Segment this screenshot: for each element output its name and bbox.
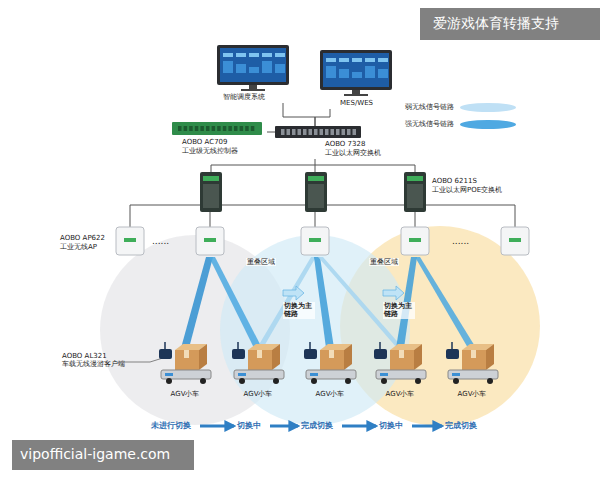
- ap-logos: [204, 238, 521, 242]
- network-cable: [267, 132, 275, 133]
- network-cable: [315, 109, 330, 126]
- switch-icon: [275, 126, 361, 138]
- legend-swatch: [460, 103, 516, 112]
- watermark: vipofficial-igame.com: [20, 446, 170, 463]
- poe-device: AOBO 6211S 工业以太网POE交换机: [404, 172, 554, 213]
- device-label: AGV小车: [300, 390, 360, 399]
- coverage-circles: [100, 226, 540, 426]
- rack-device: AOBO AC709 工业级无线控制器: [172, 122, 267, 157]
- leader-line: [118, 357, 166, 362]
- overlap-label: 重叠区域: [369, 258, 399, 266]
- overlap-label: 重叠区域: [246, 258, 276, 266]
- agv-device: AGV小车: [228, 340, 288, 400]
- device-label: AGV小车: [370, 390, 430, 399]
- status-step: 切换中: [378, 420, 410, 432]
- ap-icon: [116, 227, 144, 255]
- device-label: AGV小车: [155, 390, 215, 399]
- agv-icon: [155, 340, 215, 386]
- flow-arrow: [342, 425, 376, 428]
- device-label: MES/WES: [340, 99, 400, 108]
- status-step: 未进行切换: [150, 420, 198, 432]
- device-label: AOBO 6211S 工业以太网POE交换机: [432, 177, 532, 195]
- watermark-bar: [12, 440, 194, 470]
- legend-swatch: [460, 120, 516, 129]
- flow-arrow: [412, 425, 442, 428]
- agv-icon: [300, 340, 360, 386]
- switch-device: AOBO 7328 工业以太网交换机: [275, 126, 385, 159]
- agv-icon: [370, 340, 430, 386]
- status-text: 完成切换: [301, 421, 339, 431]
- watermark: 爱游戏体育转播支持: [433, 15, 559, 32]
- ellipsis: ......: [452, 236, 469, 247]
- client-label: AOBO AL321 车载无线漫游客户端: [62, 352, 122, 369]
- legend-text: 强无线信号链路: [405, 121, 454, 129]
- agv-device: AGV小车: [442, 340, 502, 400]
- agv-device: AGV小车: [370, 340, 430, 400]
- access-point-icons: [196, 227, 529, 255]
- ap-device: AOBO AP622 工业无线AP: [60, 227, 146, 256]
- status-step: 完成切换: [300, 420, 340, 432]
- agv-icon: [228, 340, 288, 386]
- flow-arrow: [200, 425, 234, 428]
- poe-switch-icons: [200, 172, 327, 212]
- monitor-device: MES/WES: [318, 50, 400, 109]
- status-text: 切换中: [237, 421, 267, 431]
- watermark-bar: [420, 8, 600, 40]
- network-cable: [283, 103, 315, 126]
- device-label: 智能调度系统: [223, 93, 293, 102]
- status-text: 未进行切换: [151, 421, 197, 431]
- device-label: AGV小车: [442, 390, 502, 399]
- agv-device: AGV小车: [300, 340, 360, 400]
- status-step: 完成切换: [444, 420, 484, 432]
- handover-label: 切换为主链路: [283, 302, 315, 319]
- wired-links: [130, 165, 515, 227]
- handover-label: 切换为主链路: [383, 302, 415, 319]
- monitor-icon: [320, 50, 394, 96]
- wireless-beams: [181, 257, 476, 348]
- device-label: AOBO AC709 工业级无线控制器: [182, 138, 252, 156]
- flow-arrow: [270, 425, 298, 428]
- legend-text: 弱无线信号链路: [405, 104, 454, 112]
- ellipsis: ......: [152, 236, 169, 247]
- device-label: AOBO AP622 工业无线AP: [60, 234, 114, 252]
- monitor-device: 智能调度系统: [215, 45, 295, 103]
- status-text: 切换中: [379, 421, 409, 431]
- agv-device: AGV小车: [155, 340, 215, 400]
- agv-icon: [442, 340, 502, 386]
- handover-arrows: [283, 286, 404, 300]
- network-cable: [315, 159, 415, 172]
- poe-icon: [404, 172, 426, 212]
- monitor-icon: [217, 45, 291, 91]
- status-step: 切换中: [236, 420, 268, 432]
- status-text: 完成切换: [445, 421, 483, 431]
- device-label: AOBO 7328 工业以太网交换机: [325, 140, 385, 158]
- rack-icon: [172, 122, 262, 135]
- device-label: AGV小车: [228, 390, 288, 399]
